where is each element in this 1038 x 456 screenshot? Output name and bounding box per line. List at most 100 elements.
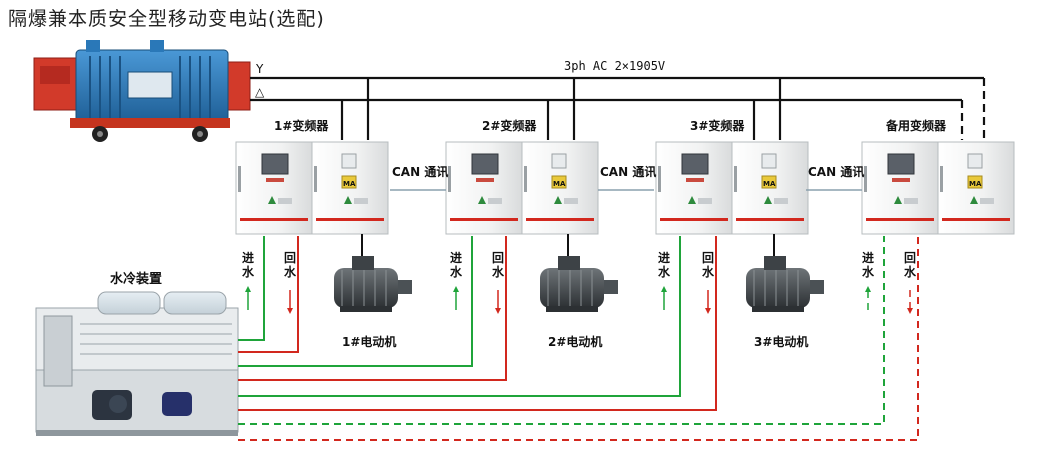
- motor-3: [746, 234, 824, 312]
- return-label: 水: [284, 264, 297, 279]
- door-handle: [448, 166, 451, 192]
- motor-shaft: [810, 280, 824, 294]
- return-arrowhead: [705, 308, 711, 314]
- nameplate: [774, 198, 788, 204]
- return-arrowhead: [495, 308, 501, 314]
- door-handle: [238, 166, 241, 192]
- bus-drops-spare: [960, 78, 986, 140]
- nameplate: [564, 198, 578, 204]
- cabinet-stripe: [526, 218, 594, 221]
- inlet-label: 进: [658, 250, 670, 265]
- ma-badge-text: MA: [763, 180, 776, 188]
- motor-body: [334, 268, 398, 308]
- motor-label: 1#电动机: [342, 334, 396, 349]
- door-handle: [658, 166, 661, 192]
- motor-label: 3#电动机: [754, 334, 808, 349]
- ma-badge: [761, 175, 777, 189]
- return-label: 水: [702, 264, 715, 279]
- keypad: [266, 178, 284, 182]
- return-arrowhead: [907, 308, 913, 314]
- inlet-arrowhead: [865, 286, 871, 292]
- can-label: CAN 通讯: [600, 164, 656, 179]
- return-pipe: [238, 236, 299, 353]
- nameplate: [278, 198, 292, 204]
- motor-shaft: [604, 280, 618, 294]
- motor-2: [540, 234, 618, 312]
- can-label: CAN 通讯: [808, 164, 864, 179]
- return-label: 回: [284, 251, 296, 265]
- cabinet-stripe: [866, 218, 934, 221]
- door-handle: [734, 166, 737, 192]
- hmi-screen: [681, 153, 709, 175]
- return-pipe: [238, 236, 507, 381]
- converter-1: MA: [235, 141, 389, 235]
- converter-2: MA: [445, 141, 599, 235]
- ma-badge-text: MA: [343, 180, 356, 188]
- ma-badge: [341, 175, 357, 189]
- inlet-label: 进: [450, 250, 462, 265]
- cooling-unit-image: [35, 291, 239, 436]
- warning-icon: [344, 196, 352, 204]
- inlet-arrowhead: [245, 286, 251, 292]
- terminal-box: [764, 256, 786, 270]
- inlet-label: 进: [242, 250, 254, 265]
- transformer-image: [33, 40, 251, 142]
- return-label: 回: [904, 251, 916, 265]
- ma-badge-text: MA: [969, 180, 982, 188]
- converter-label: 备用变频器: [885, 118, 947, 133]
- nameplate: [904, 198, 918, 204]
- return-label: 水: [904, 264, 917, 279]
- cabinet-stripe: [316, 218, 384, 221]
- terminal-box: [558, 256, 580, 270]
- return-label: 回: [492, 251, 504, 265]
- inlet-pipe: [238, 236, 265, 341]
- converter-4: MA: [861, 141, 1015, 235]
- motor-body: [746, 268, 810, 308]
- bus-y-label: Y: [255, 62, 264, 76]
- inlet-pipe: [238, 236, 885, 425]
- door-handle: [864, 166, 867, 192]
- return-label: 水: [492, 264, 505, 279]
- inlet-label: 水: [862, 264, 875, 279]
- inlet-pipe: [238, 236, 473, 367]
- warning-icon: [970, 196, 978, 204]
- nameplate: [488, 198, 502, 204]
- door-handle: [524, 166, 527, 192]
- inlet-label: 水: [658, 264, 671, 279]
- motor-body: [540, 268, 604, 308]
- cabinet-stripe: [450, 218, 518, 221]
- inlet-label: 水: [242, 264, 255, 279]
- nameplate: [980, 198, 994, 204]
- converter-label: 3#变频器: [690, 118, 745, 133]
- indicator-panel: [341, 153, 357, 169]
- inlet-pipe: [238, 236, 681, 397]
- warning-icon: [894, 196, 902, 204]
- bus-voltage-label: 3ph AC 2×1905V: [564, 59, 665, 73]
- motor-label: 2#电动机: [548, 334, 602, 349]
- bus-drops: [340, 78, 782, 140]
- hmi-screen: [261, 153, 289, 175]
- can-label: CAN 通讯: [392, 164, 448, 179]
- return-pipe: [238, 236, 919, 441]
- busbar: [250, 76, 984, 102]
- ma-badge: [551, 175, 567, 189]
- inlet-arrowhead: [453, 286, 459, 292]
- warning-icon: [268, 196, 276, 204]
- warning-icon: [764, 196, 772, 204]
- nameplate: [354, 198, 368, 204]
- warning-icon: [478, 196, 486, 204]
- keypad: [892, 178, 910, 182]
- warning-icon: [688, 196, 696, 204]
- indicator-panel: [551, 153, 567, 169]
- cabinet-stripe: [942, 218, 1010, 221]
- converter-3: MA: [655, 141, 809, 235]
- cabinet-stripe: [240, 218, 308, 221]
- hmi-screen: [887, 153, 915, 175]
- door-handle: [314, 166, 317, 192]
- cabinet-stripe: [736, 218, 804, 221]
- ma-badge-text: MA: [553, 180, 566, 188]
- inlet-label: 进: [862, 250, 874, 265]
- motor-base: [546, 306, 598, 312]
- page-title: 隔爆兼本质安全型移动变电站(选配): [8, 8, 325, 30]
